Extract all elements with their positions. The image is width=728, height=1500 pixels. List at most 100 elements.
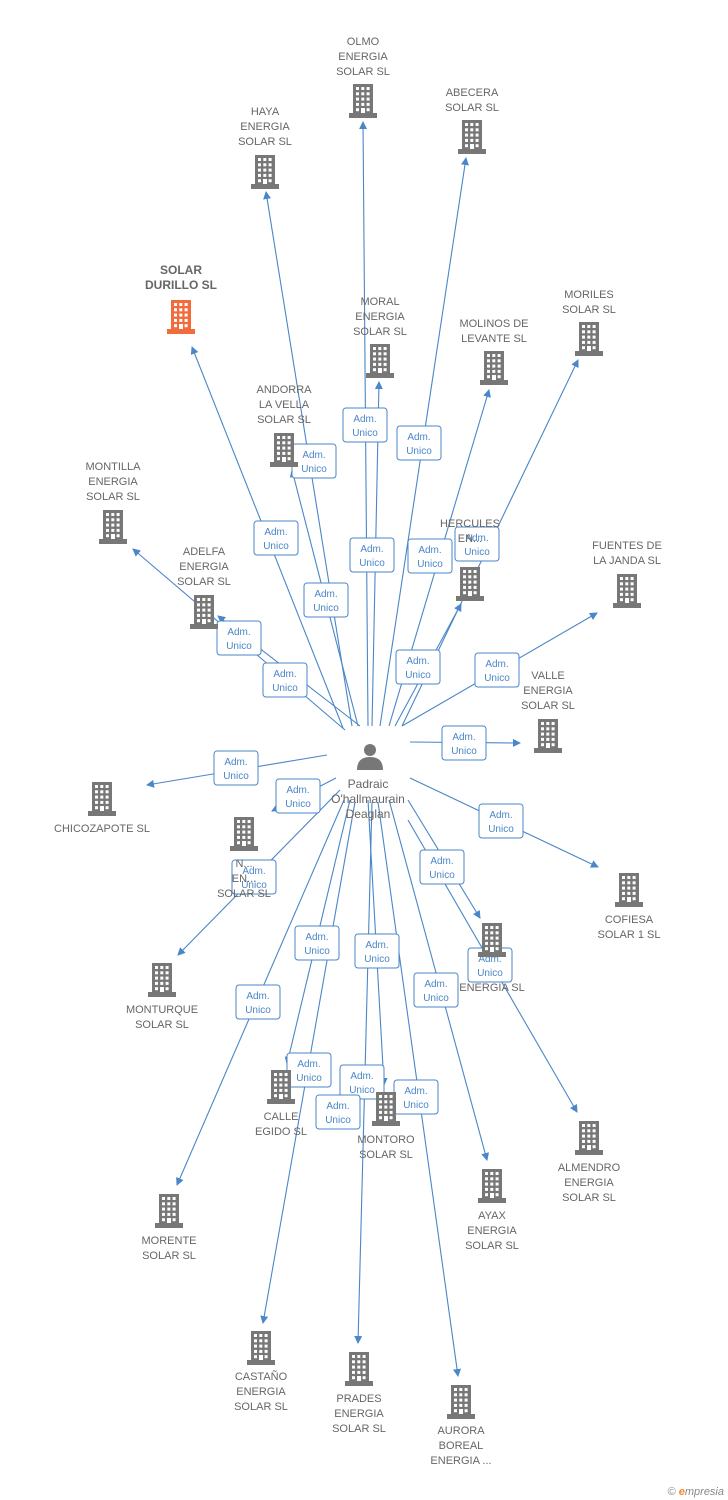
role-line-2: Unico [325, 1115, 351, 1126]
role-badge[interactable]: Adm.Unico [231, 859, 277, 895]
role-badge-box [478, 803, 524, 839]
role-line-1: Adm. [407, 432, 430, 443]
company-node-chicozapote[interactable]: CHICOZAPOTE SL [54, 782, 150, 835]
company-label-line: ENERGIA [179, 561, 229, 573]
building-icon [575, 1121, 603, 1155]
building-icon [247, 1331, 275, 1365]
role-badge[interactable]: Adm. Unico [441, 725, 487, 761]
company-label-line: EGIDO SL [255, 1126, 307, 1138]
company-label-line: HERCULES [440, 518, 500, 530]
role-badge[interactable]: Adm.Unico [339, 1064, 385, 1100]
building-icon [613, 574, 641, 608]
role-badge-box [342, 407, 388, 443]
company-label-line: ENERGIA [564, 1177, 614, 1189]
role-line-2: Unico [451, 746, 477, 757]
company-node-n-energia[interactable]: N...EN...SOLAR SL [217, 817, 271, 900]
role-badge[interactable]: Adm.Unico [342, 407, 388, 443]
role-badge-box [253, 520, 299, 556]
role-badge[interactable]: Adm.Unico [413, 972, 459, 1008]
role-line-1: Adm. [305, 932, 328, 943]
role-badge[interactable]: Adm. Unico [393, 1079, 439, 1115]
role-badge[interactable]: Adm.Unico [291, 443, 337, 479]
role-line-1: Adm. [302, 450, 325, 461]
role-line-1: Adm. [350, 1071, 373, 1082]
role-badge[interactable]: Adm.Unico [395, 649, 441, 685]
company-label-line: CHICOZAPOTE SL [54, 823, 150, 835]
role-badge-box [441, 725, 487, 761]
role-badge[interactable]: Adm.Unico [303, 582, 349, 618]
role-badge[interactable]: Adm.Unico [349, 537, 395, 573]
company-label-line: LEVANTE SL [461, 333, 527, 345]
company-node-hercules[interactable]: HERCULESEN... [440, 518, 500, 601]
company-label-line: SOLAR SL [336, 66, 390, 78]
role-badge-box [396, 425, 442, 461]
role-badge[interactable]: Adm.Unico [354, 933, 400, 969]
role-badge[interactable]: Adm.Unico [235, 984, 281, 1020]
role-line-2: Unico [241, 880, 267, 891]
role-badge[interactable]: Adm.Unico [294, 925, 340, 961]
company-node-energia-sl[interactable]: ENERGIA SL [459, 923, 525, 994]
company-label-line: SOLAR SL [142, 1250, 196, 1262]
role-line-2: Unico [223, 771, 249, 782]
role-badge[interactable]: Adm.Unico [275, 778, 321, 814]
role-line-2: Unico [296, 1073, 322, 1084]
company-label-line: SOLAR SL [135, 1019, 189, 1031]
role-badge-box [413, 972, 459, 1008]
role-badge[interactable]: Adm.Unico [286, 1052, 332, 1088]
role-line-2: Unico [403, 1100, 429, 1111]
role-badge[interactable]: Adm.Unico [216, 620, 262, 656]
company-label-line: MONTURQUE [126, 1004, 198, 1016]
building-icon [458, 120, 486, 154]
building-icon [251, 155, 279, 189]
role-line-1: Adm. [452, 732, 475, 743]
role-badge[interactable]: Adm.Unico [407, 538, 453, 574]
role-badge[interactable]: Adm. Unico [315, 1094, 361, 1130]
company-label-line: EN... [232, 873, 256, 885]
company-node-aurora[interactable]: AURORABOREALENERGIA ... [430, 1385, 492, 1467]
company-node-monturque[interactable]: MONTURQUE SOLAR SL [126, 963, 198, 1031]
role-badge[interactable]: Adm.Unico [396, 425, 442, 461]
role-line-1: Adm. [424, 979, 447, 990]
role-line-1: Adm. [404, 1086, 427, 1097]
role-badge[interactable]: Adm.Unico [253, 520, 299, 556]
role-badge[interactable]: Adm.Unico [262, 662, 308, 698]
role-badge-box [235, 984, 281, 1020]
company-label-line: SOLAR SL [86, 491, 140, 503]
role-line-2: Unico [488, 824, 514, 835]
role-badge[interactable]: Adm.Unico [213, 750, 259, 786]
role-line-1: Adm. [353, 414, 376, 425]
building-icon [267, 1070, 295, 1104]
role-badge[interactable]: Adm.Unico [454, 526, 500, 562]
role-badge[interactable]: Adm.Unico [419, 849, 465, 885]
role-line-1: Adm. [418, 545, 441, 556]
role-badge[interactable]: Adm.Unico [478, 803, 524, 839]
company-label-line: FUENTES DE [592, 540, 662, 552]
role-line-1: Adm. [326, 1101, 349, 1112]
person-icon [357, 744, 383, 770]
role-badge[interactable]: Adm.Unico [474, 652, 520, 688]
company-label-line: AURORA [437, 1425, 485, 1437]
role-line-1: Adm. [465, 533, 488, 544]
company-label-line: ENERGIA [467, 1225, 517, 1237]
